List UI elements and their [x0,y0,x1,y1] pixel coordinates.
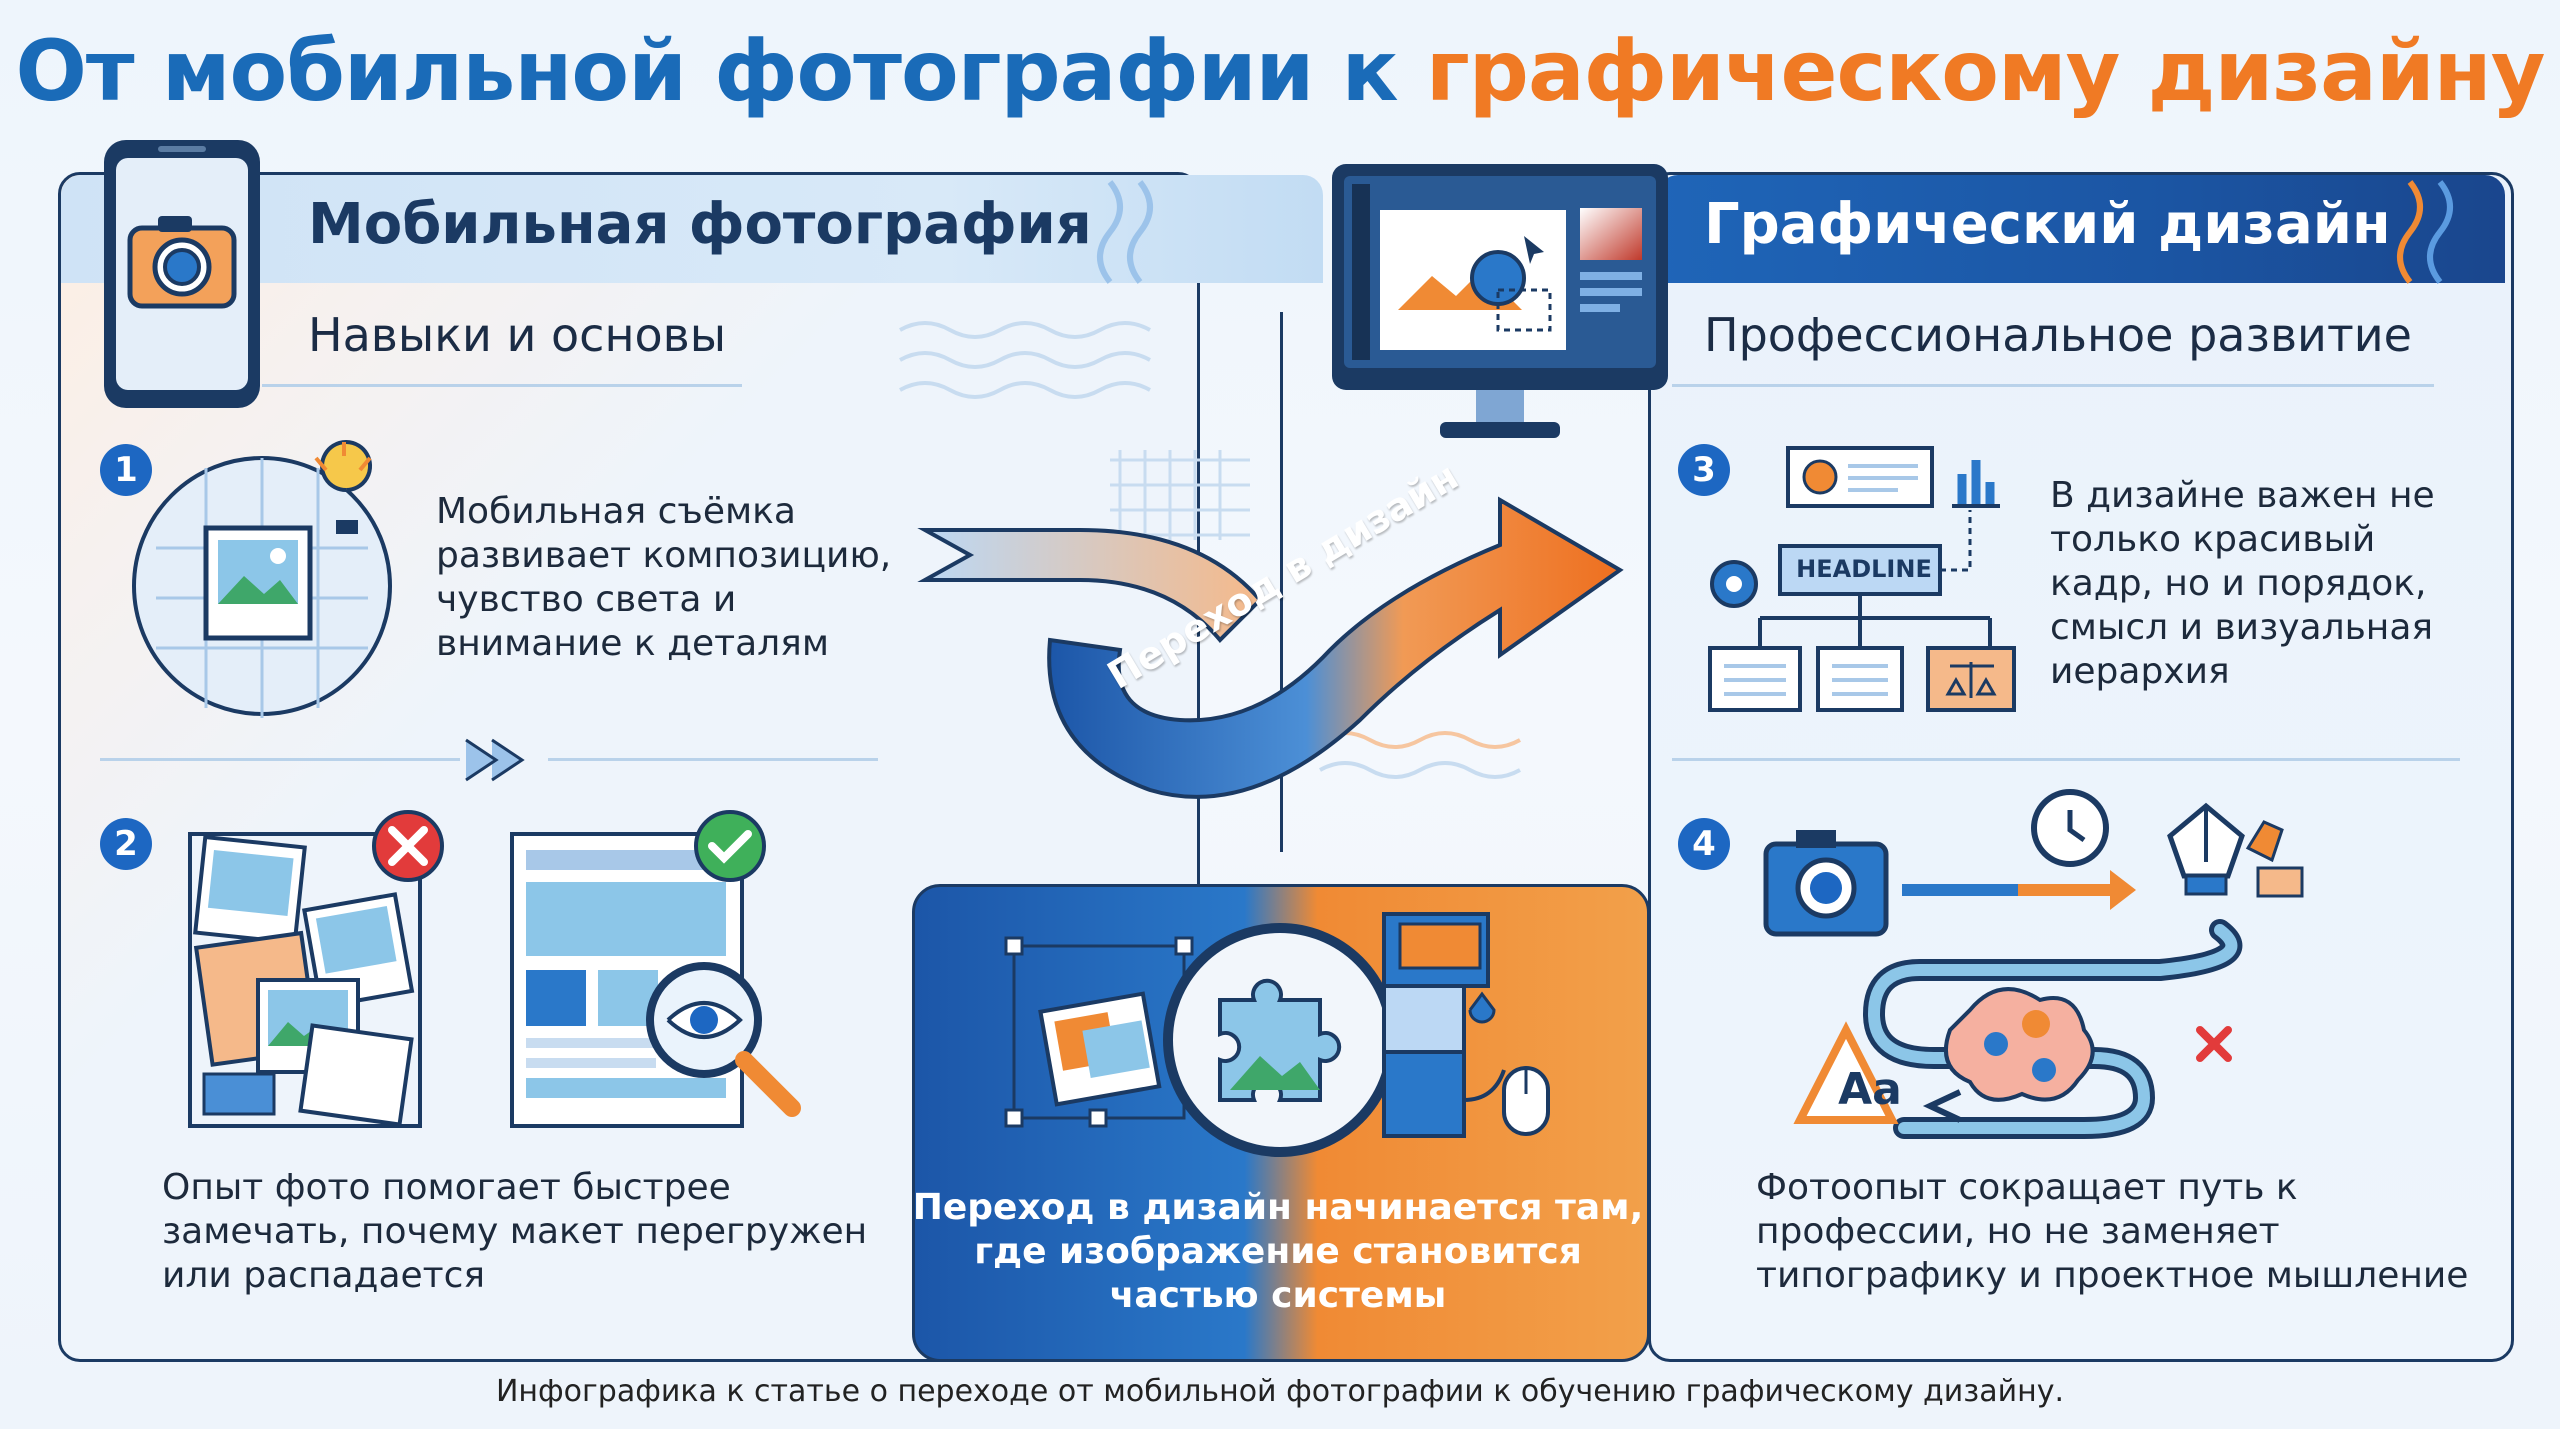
typography-aa-label: Aa [1838,1064,1902,1115]
messy-layout-icon [188,810,444,1128]
career-path-icon [1763,789,2304,1139]
divider [548,758,878,761]
smartphone-camera-icon [104,140,260,408]
center-divider-line [1280,312,1283,852]
step1-text: Мобильная съёмка развивает композицию, ч… [436,491,892,664]
right-panel-subtitle: Профессиональное развитие [1704,308,2412,362]
left-panel-subtitle: Навыки и основы [308,308,727,362]
title-part-blue: От мобильной фотографии к [15,22,1399,120]
step-number-1: 1 [100,444,152,496]
double-arrow-icon [465,738,525,782]
transition-arrow [917,496,1624,799]
monitor-design-icon [1332,164,1668,438]
step-number-2: 2 [100,818,152,870]
divider [1672,758,2460,761]
puzzle-system-icon [1004,912,1550,1157]
wave-lines-decoration [899,321,1151,399]
header-wave-decoration [1097,180,1153,284]
left-panel-title: Мобильная фотография [308,192,1092,257]
hierarchy-diagram-icon [1708,446,2016,712]
header-wave-decoration-right [2397,180,2453,284]
divider [262,384,742,387]
right-panel-title: Графический дизайн [1704,192,2391,257]
page-title: От мобильной фотографии к графическому д… [0,22,2560,120]
step3-text: В дизайне важен не только красивый кадр,… [2050,475,2435,692]
wave-lines-decoration-2 [1319,731,1521,779]
grid-decoration [1110,450,1250,540]
photo-composition-icon [132,440,392,718]
divider [100,758,460,761]
step-number-3: 3 [1678,444,1730,496]
right-panel [1648,172,2514,1362]
step2-text: Опыт фото помогает быстрее замечать, поч… [162,1167,868,1296]
divider [1672,384,2434,387]
center-summary-text: Переход в дизайн начинается там, где изо… [912,1187,1644,1316]
footer-caption: Инфографика к статье о переходе от мобил… [495,1374,2065,1409]
step4-text: Фотоопыт сокращает путь к профессии, но … [1756,1167,2469,1296]
headline-label: HEADLINE [1796,555,1932,583]
step-number-4: 4 [1678,818,1730,870]
title-part-orange: графическому дизайну [1425,22,2546,120]
clean-layout-icon [510,810,801,1128]
right-header-band [1658,175,2505,283]
